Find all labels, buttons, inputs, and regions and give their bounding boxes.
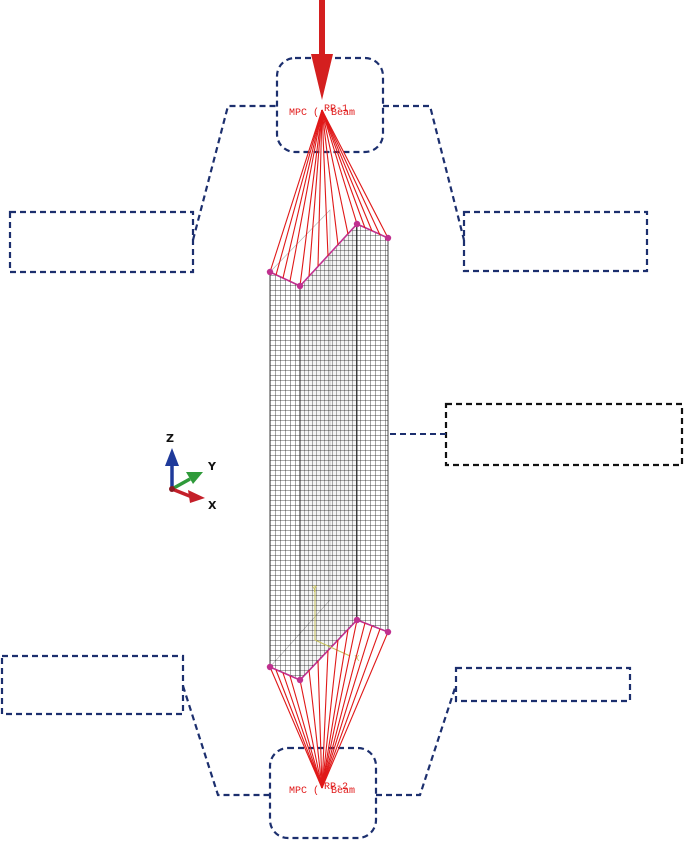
node-bottom-4: [384, 628, 392, 636]
rp2-label-main: MPC: [289, 786, 307, 797]
node-bottom-3: [353, 616, 361, 624]
rp2-label-paren: (: [313, 785, 319, 797]
column-web: [299, 222, 358, 682]
rp2-label-suffix: Beam: [331, 786, 355, 797]
coupling-lines-bottom: [269, 619, 389, 789]
node-top-4: [384, 234, 392, 242]
column-left-flange: [269, 271, 301, 681]
rp2-label-tag: RP-2: [324, 782, 348, 793]
corner-nodes: [266, 220, 392, 684]
callout-box-top-left: [8, 104, 277, 274]
node-bottom-2: [296, 676, 304, 684]
axis-label-y: Y: [207, 460, 217, 473]
axis-label-z: Z: [166, 432, 174, 445]
callout-box-bottom-right: [376, 666, 632, 797]
rp1-label-tag: RP-1: [324, 104, 348, 115]
local-axis-x-label: X: [354, 654, 360, 663]
leader-line-top-right: [383, 104, 466, 241]
meshed-column: [269, 209, 389, 682]
node-top-2: [296, 282, 304, 290]
rp1-label-suffix: Beam: [331, 108, 355, 119]
leader-line-top-left: [191, 104, 277, 241]
rp1-label: MPC ( RP-1 Beam: [289, 104, 355, 119]
coupling-lines-top: [269, 109, 389, 287]
rp1-label-paren: (: [313, 107, 319, 119]
node-top-1: [266, 268, 274, 276]
leader-line-bottom-left: [181, 685, 270, 797]
axis-label-x: X: [208, 499, 217, 512]
node-bottom-1: [266, 663, 274, 671]
leader-line-bottom-right: [376, 684, 458, 797]
callout-rp2-bubble: [268, 746, 378, 840]
callout-box-bottom-left: [0, 654, 270, 797]
callout-box-middle-right: [390, 402, 684, 467]
local-axis-y-label: Y: [311, 585, 317, 594]
node-top-3: [353, 220, 361, 228]
rp2-label: MPC ( RP-2 Beam: [289, 782, 355, 797]
axis-triad-icon: Z Y X: [165, 432, 217, 512]
column-bottom-edge: [269, 619, 389, 681]
column-web-back: [269, 209, 331, 668]
rp1-label-main: MPC: [289, 108, 307, 119]
column-right-flange: [356, 223, 389, 633]
callout-box-top-right: [383, 104, 649, 273]
load-arrow-icon: [311, 0, 333, 100]
